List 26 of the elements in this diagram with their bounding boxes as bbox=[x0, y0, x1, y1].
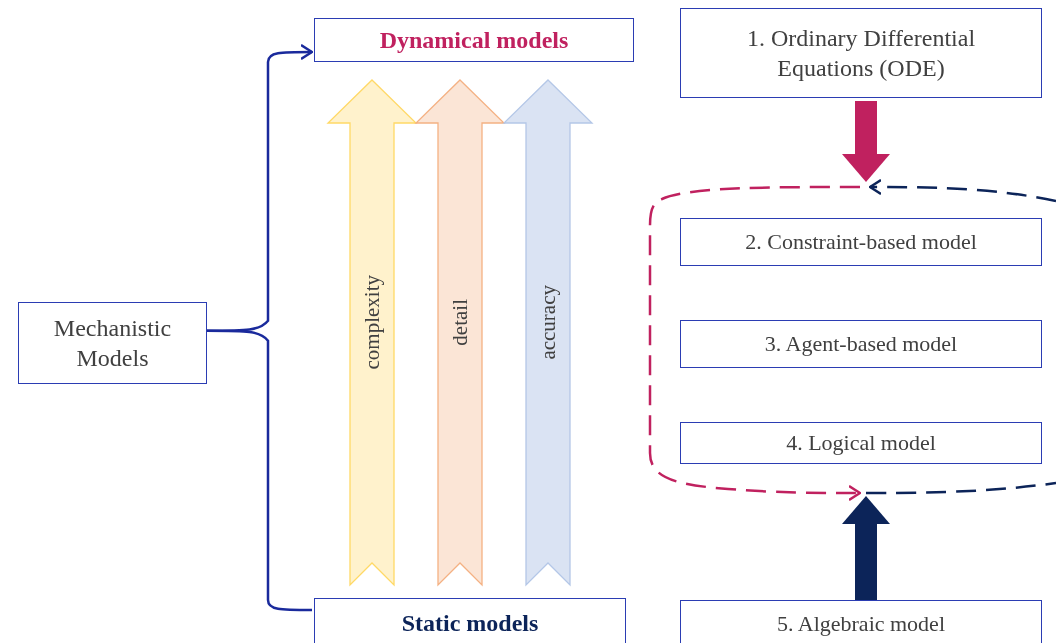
box-label: Static models bbox=[401, 609, 539, 638]
box-label: 4. Logical model bbox=[786, 429, 936, 457]
box-label: 1. Ordinary Differential Equations (ODE) bbox=[745, 24, 977, 83]
model-box bbox=[314, 598, 626, 643]
model-box bbox=[680, 320, 1042, 368]
cycle-loop bbox=[648, 180, 1056, 500]
block-arrow bbox=[842, 101, 890, 182]
trend-banner bbox=[504, 80, 592, 585]
model-box bbox=[680, 422, 1042, 464]
model-box bbox=[680, 218, 1042, 266]
box-label: 2. Constraint-based model bbox=[745, 228, 977, 256]
arrow-label: detail bbox=[447, 299, 473, 346]
arrow-label: complexity bbox=[359, 275, 385, 370]
brace-connector bbox=[207, 329, 312, 612]
model-box bbox=[314, 18, 634, 62]
box-label: Dynamical models bbox=[379, 26, 569, 55]
box-label: Mechanistic Models bbox=[52, 314, 173, 373]
trend-banner bbox=[416, 80, 504, 585]
arrow-label: accuracy bbox=[535, 285, 561, 360]
box-label: 5. Algebraic model bbox=[777, 610, 945, 638]
model-box bbox=[680, 600, 1042, 643]
model-box bbox=[18, 302, 207, 384]
trend-banner bbox=[328, 80, 416, 585]
model-box bbox=[680, 8, 1042, 98]
box-label: 3. Agent-based model bbox=[764, 330, 958, 358]
block-arrow bbox=[842, 496, 890, 600]
